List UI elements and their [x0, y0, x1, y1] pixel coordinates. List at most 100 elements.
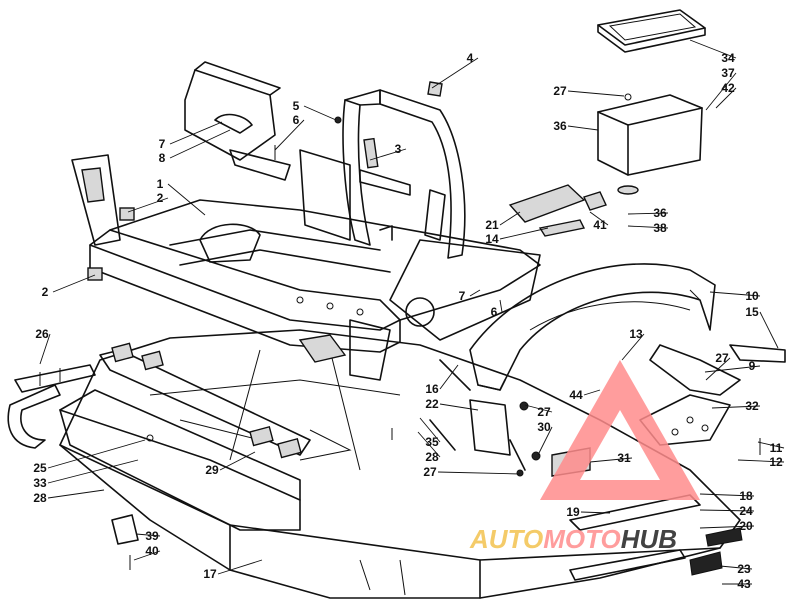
- svg-text:AUTOMOTOHUB: AUTOMOTOHUB: [469, 524, 677, 554]
- watermark-triangle: [540, 360, 700, 500]
- callout-c24: 24: [739, 504, 753, 518]
- leader-line-c3: [369, 148, 407, 161]
- callout-c35: 35: [425, 435, 439, 449]
- leader-line-c4: [431, 57, 479, 89]
- callout-c21: 21: [485, 218, 499, 232]
- leader-line-c30: [537, 426, 553, 456]
- leader-line-c41: [589, 211, 609, 226]
- callout-c14: 14: [485, 232, 499, 246]
- callout-c26: 26: [35, 327, 49, 341]
- leader-line-c28a: [417, 431, 441, 458]
- callout-c30: 30: [537, 420, 551, 434]
- leader-line-c21: [499, 211, 521, 226]
- leader-line-c29: [219, 451, 256, 471]
- callout-c28a: 28: [425, 450, 439, 464]
- callout-c2a: 2: [157, 191, 164, 205]
- callout-c36b: 36: [653, 206, 667, 220]
- callout-c37: 37: [721, 66, 735, 80]
- dash-bracket: [184, 61, 291, 181]
- leader-line-c26: [39, 333, 51, 365]
- callout-c27a: 27: [553, 84, 567, 98]
- callout-c1: 1: [157, 177, 164, 191]
- callout-c9: 9: [749, 359, 756, 373]
- leader-line-c6b: [499, 299, 503, 313]
- callout-c7b: 7: [459, 289, 466, 303]
- callout-c27d: 27: [423, 465, 437, 479]
- leader-line-c19: [580, 511, 611, 514]
- callout-c39: 39: [145, 529, 159, 543]
- callout-c3: 3: [395, 142, 402, 156]
- callout-c42: 42: [721, 81, 735, 95]
- leader-line-c13: [621, 333, 645, 361]
- leader-line-c23: [719, 565, 753, 570]
- callout-c6a: 6: [293, 113, 300, 127]
- callout-c12: 12: [769, 455, 783, 469]
- callout-c20: 20: [739, 519, 753, 533]
- leader-line-c15: [759, 311, 779, 349]
- leader-line-c35: [419, 417, 441, 443]
- callout-c10: 10: [745, 289, 759, 303]
- callout-c44: 44: [569, 388, 583, 402]
- callout-c27b: 27: [715, 351, 729, 365]
- callout-c32: 32: [745, 399, 759, 413]
- callout-c8: 8: [159, 151, 166, 165]
- leader-line-c10: [709, 291, 761, 297]
- callout-c18: 18: [739, 489, 753, 503]
- leader-line-c18: [699, 493, 755, 497]
- leader-line-c39: [135, 533, 161, 537]
- callout-c11: 11: [770, 441, 783, 455]
- callout-c25: 25: [33, 461, 47, 475]
- decal-labels: [508, 184, 607, 237]
- steering-hoop: [299, 89, 466, 259]
- leader-line-c40: [133, 550, 161, 561]
- callout-c2b: 2: [42, 285, 49, 299]
- leader-line-c22: [439, 403, 479, 411]
- leader-line-c27b: [705, 357, 731, 381]
- leader-line-c9: [704, 365, 761, 373]
- callout-c36a: 36: [553, 119, 567, 133]
- runner-strips: [569, 494, 743, 581]
- battery-cover: [597, 9, 706, 53]
- callout-c16: 16: [425, 382, 439, 396]
- leader-line-c44: [583, 389, 601, 396]
- leader-line-c7b: [469, 289, 481, 297]
- leader-line-c24: [699, 509, 755, 512]
- callout-c7a: 7: [159, 137, 166, 151]
- leader-line-c27a: [567, 90, 625, 97]
- leader-line-c6a: [274, 119, 305, 151]
- bumper-handle: [7, 364, 96, 449]
- callout-c13: 13: [629, 327, 643, 341]
- clip-part: [111, 514, 139, 570]
- watermark-text-auto: AUTO: [469, 524, 543, 554]
- callout-c40: 40: [145, 544, 159, 558]
- watermark-logo: AUTOMOTOHUB: [469, 360, 700, 554]
- leader-line-c28b: [47, 489, 105, 499]
- leader-line-c7a: [169, 121, 223, 145]
- callout-c31: 31: [617, 451, 631, 465]
- leader-line-c17: [217, 559, 263, 575]
- leader-line-c2a: [127, 197, 169, 213]
- callout-c43: 43: [737, 577, 751, 591]
- battery-box: [597, 93, 703, 195]
- leader-line-c31: [589, 457, 633, 463]
- callout-c33: 33: [33, 476, 47, 490]
- callout-c19: 19: [566, 505, 580, 519]
- leader-line-c32: [711, 405, 761, 409]
- callout-labels: 1223456677891011121314151617181920212223…: [33, 39, 785, 591]
- callout-c4: 4: [467, 51, 474, 65]
- watermark-text-moto: MOTO: [543, 524, 621, 554]
- leader-line-c27d: [437, 471, 521, 475]
- callout-c34: 34: [721, 51, 735, 65]
- leader-line-c16: [439, 364, 459, 390]
- callout-c6b: 6: [491, 305, 498, 319]
- leader-line-c12: [737, 459, 785, 463]
- front-rail: [59, 342, 311, 531]
- main-frame: [71, 154, 541, 381]
- side-shroud: [469, 263, 716, 391]
- leader-line-c36a: [567, 125, 599, 131]
- callout-c28b: 28: [33, 491, 47, 505]
- callout-c29: 29: [205, 463, 219, 477]
- fasteners: [87, 81, 761, 477]
- callout-c27c: 27: [537, 405, 551, 419]
- leader-line-c8: [169, 129, 231, 159]
